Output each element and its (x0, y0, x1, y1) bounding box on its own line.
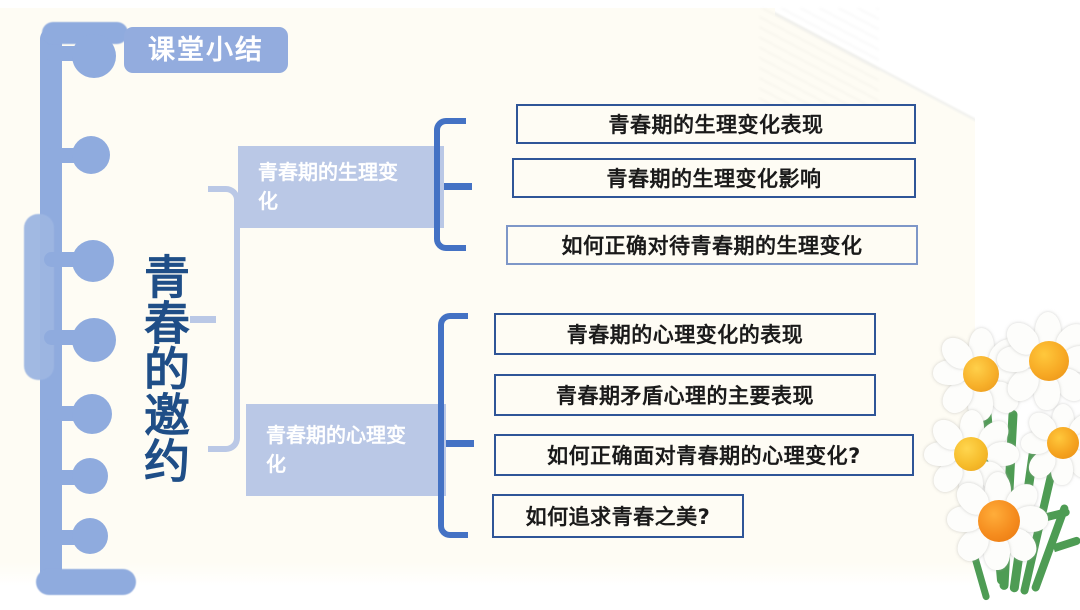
branch-node-psychological[interactable]: 青春期的心理变化 (246, 404, 446, 496)
leaf-psych-2[interactable]: 青春期矛盾心理的主要表现 (494, 374, 876, 416)
leaf-psych-3[interactable]: 如何正确面对青春期的心理变化? (494, 434, 914, 476)
leaf-psych-1[interactable]: 青春期的心理变化的表现 (494, 313, 876, 355)
leaf-psych-4[interactable]: 如何追求青春之美? (492, 494, 744, 538)
daisy-center (954, 437, 988, 471)
leaf-physio-3[interactable]: 如何正确对待青春期的生理变化 (506, 225, 918, 265)
leaf-physio-2[interactable]: 青春期的生理变化影响 (512, 158, 916, 198)
leaf-physio-2-label: 青春期的生理变化影响 (606, 167, 822, 191)
branch2-bracket-bottom (438, 440, 468, 538)
leaf-psych-4-label: 如何追求青春之美? (525, 505, 711, 529)
leaf-physio-1[interactable]: 青春期的生理变化表现 (516, 104, 916, 144)
daisy-center (978, 500, 1020, 542)
daisy-flower (1021, 404, 1080, 485)
root-connector-stub (190, 316, 216, 323)
lesson-summary-badge: 课堂小结 (124, 27, 288, 73)
branch1-connector-stub (444, 183, 472, 190)
paper-bottom-fade (0, 562, 975, 588)
daisy-flower (997, 312, 1080, 410)
leaf-psych-1-label: 青春期的心理变化的表现 (566, 323, 804, 347)
daisy-center (963, 356, 999, 392)
daisy-center (1029, 341, 1069, 381)
daisy-flower (947, 472, 1048, 570)
branch1-bracket-top (434, 118, 466, 190)
spiral-binding (18, 18, 136, 595)
branch-node-physiological[interactable]: 青春期的生理变化 (238, 146, 444, 228)
leaf-physio-3-label: 如何正确对待青春期的生理变化 (561, 234, 863, 258)
leaf-psych-3-label: 如何正确面对青春期的心理变化? (547, 444, 861, 468)
branch-node-physiological-label: 青春期的生理变化 (258, 160, 398, 213)
daisy-bouquet-decoration (924, 312, 1080, 610)
root-branch-connector-bottom (208, 316, 240, 452)
daisy-center (1047, 427, 1079, 459)
root-topic-title: 青春的邀约 (137, 253, 191, 483)
branch1-bracket-bottom (434, 183, 466, 251)
leaf-psych-2-label: 青春期矛盾心理的主要表现 (556, 384, 814, 408)
branch-node-psychological-label: 青春期的心理变化 (266, 423, 406, 476)
root-branch-connector-top (208, 186, 240, 324)
binding-spine-thick (24, 214, 54, 380)
binding-cap-bottom (36, 569, 136, 595)
branch2-connector-stub (446, 440, 474, 447)
lesson-summary-label: 课堂小结 (148, 34, 264, 66)
leaf-physio-1-label: 青春期的生理变化表现 (608, 113, 824, 137)
branch2-bracket-top (438, 313, 468, 447)
